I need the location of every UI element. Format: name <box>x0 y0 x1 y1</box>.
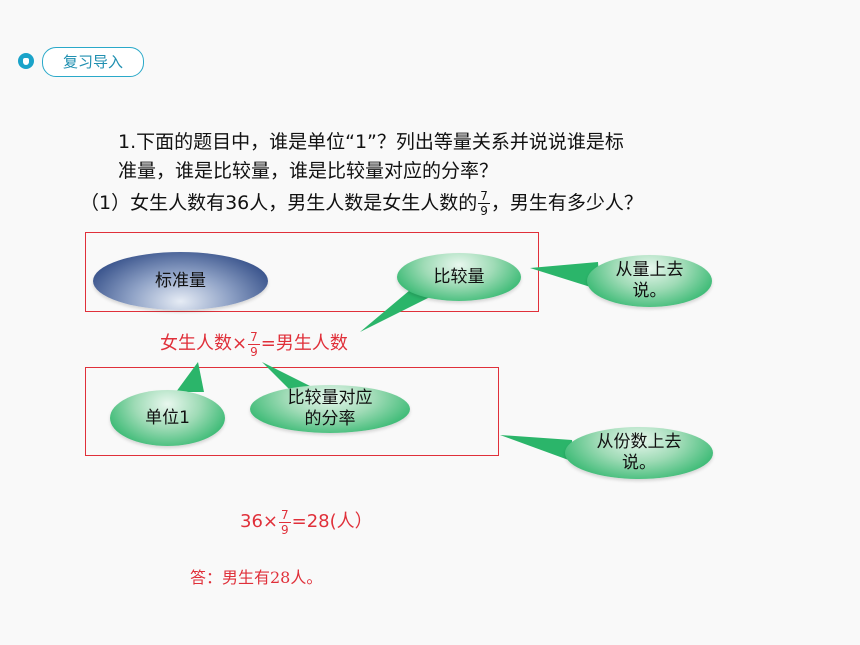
from-quantity-label: 从量上去说。 <box>615 260 684 301</box>
question-line-1: 1.下面的题目中，谁是单位“1”？列出等量关系并说说谁是标 <box>118 131 624 153</box>
question-line-2: 准量，谁是比较量，谁是比较量对应的分率？ <box>118 160 499 182</box>
calc-numerator: 7 <box>279 507 291 523</box>
sub-question-prefix: （1）女生人数有36人，男生人数是女生人数的 <box>80 192 478 214</box>
answer-text: 答：男生有28人。 <box>190 568 323 587</box>
equation-denominator: 9 <box>250 344 258 359</box>
calc-right: =28(人） <box>291 511 373 532</box>
calc-left: 36× <box>240 511 278 532</box>
compare-label: 比较量 <box>433 266 485 287</box>
compare-rate-bubble: 比较量对应的分率 <box>250 385 410 433</box>
equation-numerator: 7 <box>248 329 260 345</box>
compare-rate-label: 比较量对应的分率 <box>287 388 373 429</box>
unit-one-bubble: 单位1 <box>110 390 225 446</box>
fraction-denominator: 9 <box>480 204 488 218</box>
compare-bubble: 比较量 <box>397 253 521 301</box>
calc-denominator: 9 <box>281 522 289 537</box>
from-parts-bubble: 从份数上去说。 <box>565 427 713 479</box>
shield-badge-icon <box>18 53 34 69</box>
from-quantity-bubble: 从量上去说。 <box>587 255 712 307</box>
equation-left: 女生人数× <box>160 333 248 354</box>
from-parts-tail <box>500 435 574 462</box>
sub-question-suffix: ，男生有多少人？ <box>490 192 643 214</box>
unit-one-label: 单位1 <box>145 407 190 428</box>
fraction-numerator: 7 <box>478 189 490 204</box>
section-tag: 复习导入 <box>42 47 144 77</box>
from-parts-label: 从份数上去说。 <box>596 432 682 473</box>
standard-bubble: 标准量 <box>93 252 268 310</box>
standard-label: 标准量 <box>155 270 206 291</box>
equation-right: =男生人数 <box>260 333 348 354</box>
